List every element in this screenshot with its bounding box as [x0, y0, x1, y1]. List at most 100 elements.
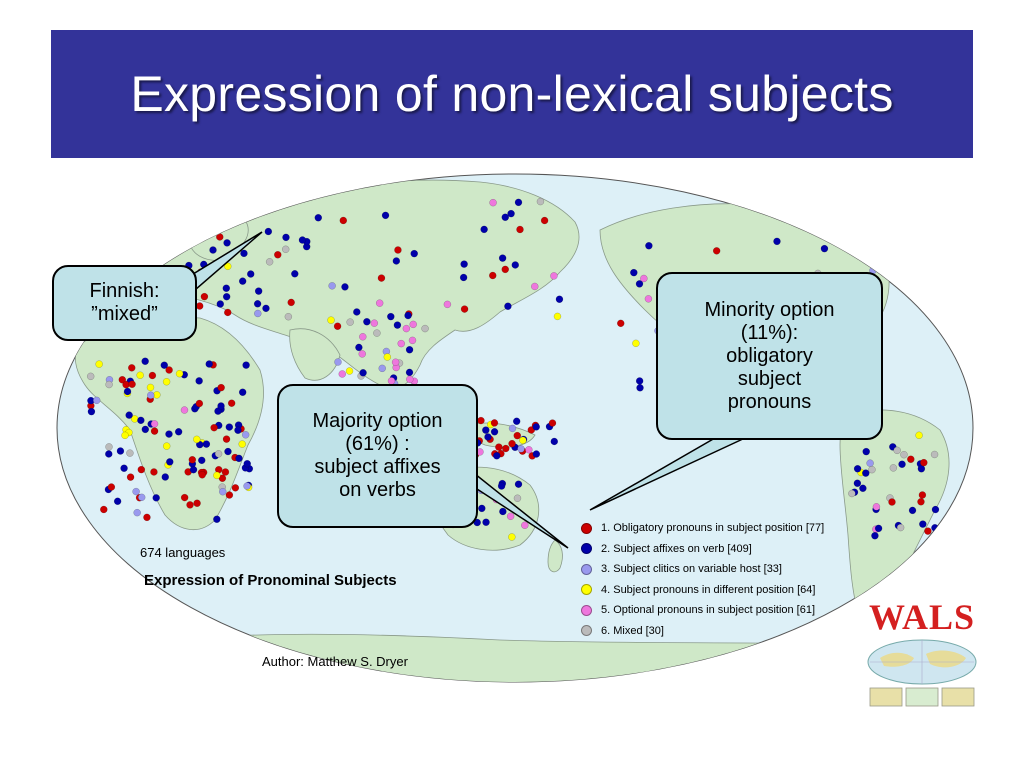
language-dot — [133, 508, 141, 517]
language-dot — [514, 198, 523, 207]
language-dot — [405, 345, 414, 354]
language-dot — [359, 369, 367, 377]
language-dot — [915, 431, 923, 440]
language-dot — [254, 309, 262, 318]
language-dot — [874, 524, 883, 533]
language-dot — [137, 465, 146, 474]
language-dot — [383, 353, 392, 361]
language-dot — [517, 445, 525, 453]
language-dot — [516, 225, 524, 234]
language-dot — [404, 311, 412, 320]
language-dot — [218, 474, 227, 483]
language-dot — [888, 498, 896, 506]
language-dot — [152, 494, 160, 502]
language-dot — [136, 371, 144, 380]
legend-dot-icon — [581, 584, 592, 596]
language-dot — [502, 444, 510, 453]
language-dot — [630, 268, 638, 277]
legend-item: 5. Optional pronouns in subject position… — [581, 600, 824, 621]
language-dot — [262, 304, 270, 313]
language-dot — [410, 249, 418, 258]
language-dot — [907, 455, 915, 464]
language-count: 674 languages — [140, 545, 226, 560]
language-dot — [460, 260, 468, 268]
language-dot — [200, 292, 209, 301]
language-dot — [489, 198, 497, 207]
language-dot — [243, 459, 251, 468]
language-dot — [490, 419, 499, 427]
legend-dot-icon — [581, 522, 592, 534]
language-dot — [513, 431, 522, 440]
language-dot — [508, 533, 516, 541]
language-dot — [143, 513, 151, 522]
legend-label: 4. Subject pronouns in different positio… — [601, 583, 816, 596]
language-dot — [555, 295, 564, 304]
language-dot — [105, 450, 113, 458]
landmass-india — [289, 328, 341, 381]
language-dot — [917, 465, 926, 473]
language-dot — [353, 308, 361, 316]
language-dot — [223, 239, 231, 247]
language-dot — [532, 423, 540, 431]
language-dot — [198, 471, 206, 479]
language-dot — [193, 499, 201, 507]
language-dot — [345, 367, 354, 375]
language-dot — [158, 238, 166, 246]
language-dot — [240, 249, 248, 258]
language-dot — [521, 521, 529, 530]
language-dot — [327, 316, 335, 324]
language-dot — [125, 411, 133, 419]
language-dot — [198, 234, 206, 242]
language-dot — [126, 473, 135, 481]
language-dot — [146, 383, 155, 392]
language-dot — [635, 377, 644, 385]
legend-label: 1. Obligatory pronouns in subject positi… — [601, 522, 825, 535]
language-dot — [165, 366, 173, 374]
language-dot — [837, 238, 845, 247]
language-dot — [868, 465, 876, 474]
language-dot — [180, 406, 189, 414]
language-dot — [497, 482, 506, 490]
language-dot — [242, 361, 250, 369]
language-dot — [632, 339, 640, 348]
language-dot — [165, 430, 173, 438]
language-dot — [645, 242, 653, 250]
language-dot — [107, 483, 116, 491]
legend-item: 1. Obligatory pronouns in subject positi… — [581, 518, 824, 539]
title-bar: Expression of non-lexical subjects — [51, 30, 973, 158]
language-dot — [265, 258, 274, 266]
language-dot — [848, 489, 856, 498]
language-dot — [408, 336, 417, 345]
language-dot — [241, 431, 250, 439]
landmass-antarctica — [99, 633, 961, 682]
language-dot — [333, 322, 342, 330]
language-dot — [284, 312, 293, 321]
language-dot — [506, 512, 515, 521]
legend-dot-icon — [581, 563, 592, 575]
callout-majority: Majority option (61%) : subject affixes … — [277, 384, 478, 528]
language-dot — [550, 437, 559, 446]
language-dot — [930, 450, 939, 459]
language-dot — [508, 424, 517, 433]
language-dot — [381, 211, 390, 220]
language-dot — [512, 417, 521, 426]
language-dot — [225, 491, 234, 499]
callout-majority-text: Majority option (61%) : subject affixes … — [312, 410, 443, 501]
language-dot — [443, 300, 452, 309]
language-dot — [862, 469, 870, 477]
language-dot — [132, 487, 140, 496]
language-dot — [391, 358, 400, 366]
language-dot — [205, 360, 213, 368]
language-dot — [931, 505, 940, 514]
language-dot — [397, 339, 405, 348]
language-dot — [198, 456, 206, 465]
language-dot — [635, 280, 644, 288]
language-dot — [355, 343, 363, 352]
language-dot — [918, 491, 927, 499]
language-dot — [123, 387, 132, 396]
language-dot — [514, 480, 523, 488]
language-dot — [548, 419, 557, 427]
language-dot — [393, 321, 402, 329]
language-dot — [238, 388, 247, 396]
language-dot — [712, 247, 721, 255]
